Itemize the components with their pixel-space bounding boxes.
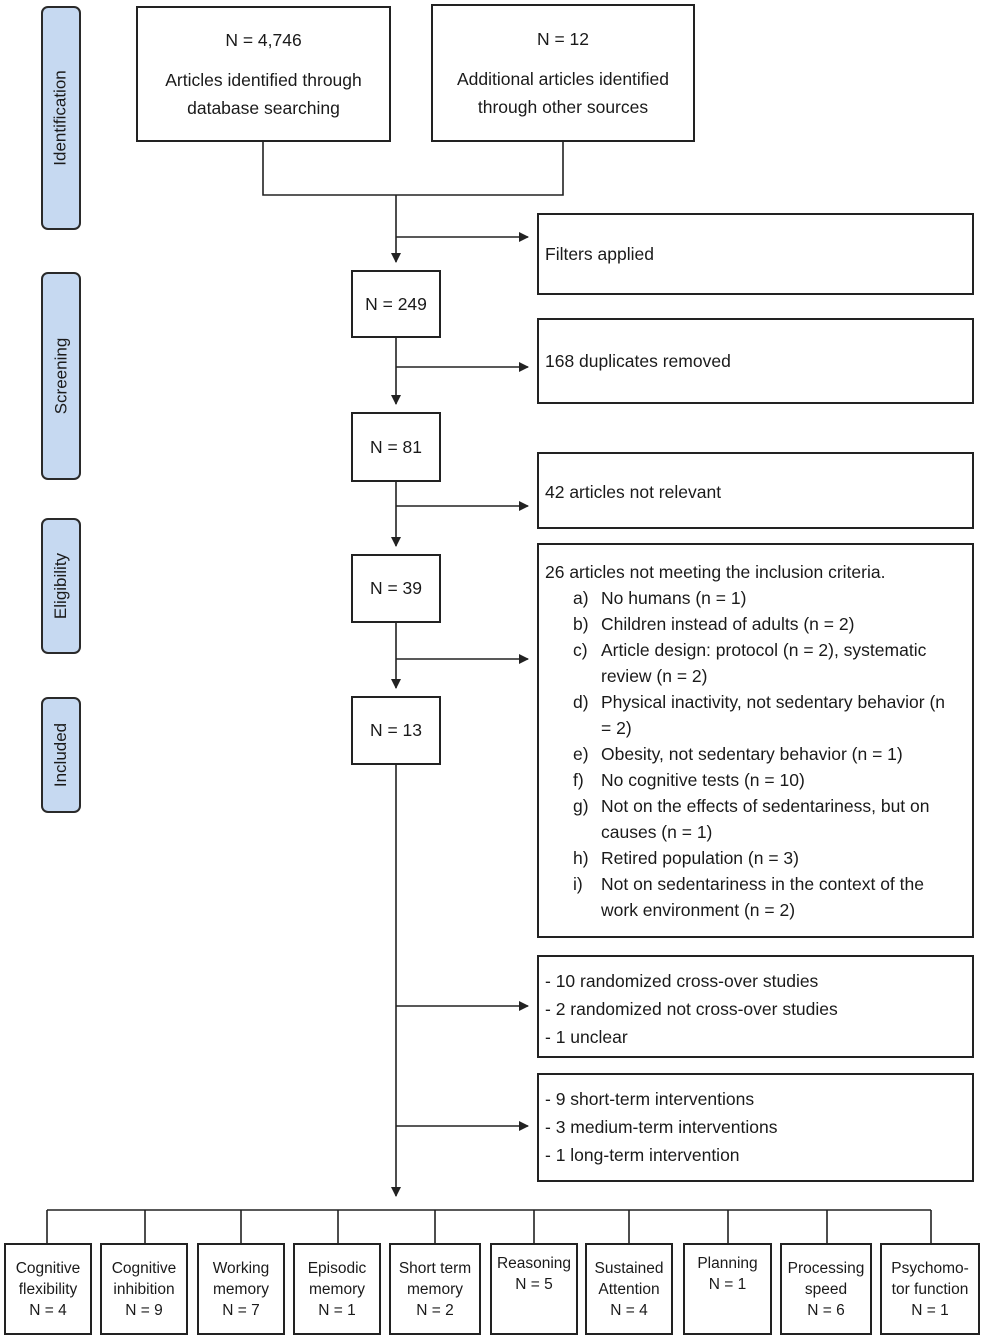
count-box-deduplicated: N = 81 xyxy=(351,412,441,482)
criteria-item: e)Obesity, not sedentary behavior (n = 1… xyxy=(573,744,903,764)
criteria-item: b)Children instead of adults (n = 2) xyxy=(573,614,855,634)
count-value: N = 81 xyxy=(369,436,423,457)
filters-text: Filters applied xyxy=(545,243,654,264)
criteria-item: d)Physical inactivity, not sedentary beh… xyxy=(573,692,946,738)
stage-identification: Identification xyxy=(41,6,81,230)
domain-name: Short term xyxy=(398,1259,472,1277)
database-count: N = 4,746 xyxy=(225,30,302,50)
not-relevant-box: 42 articles not relevant xyxy=(537,452,974,529)
criteria-list: a)No humans (n = 1) b)Children instead o… xyxy=(545,585,966,923)
stage-label: Screening xyxy=(51,337,70,415)
domain-name: Attention xyxy=(598,1280,660,1298)
domain-name: speed xyxy=(804,1280,848,1298)
domain-name: Episodic xyxy=(307,1259,367,1277)
stage-label: Included xyxy=(51,722,70,788)
domain-count: N = 9 xyxy=(125,1301,163,1319)
domain-name: Psychomo- xyxy=(891,1259,969,1277)
count-box-included: N = 13 xyxy=(351,696,441,765)
domain-count: N = 1 xyxy=(318,1301,356,1319)
domain-count: N = 1 xyxy=(911,1301,949,1319)
criteria-item: f)No cognitive tests (n = 10) xyxy=(573,770,805,790)
domain-name: Cognitive xyxy=(111,1259,177,1277)
study-design-item: - 2 randomized not cross-over studies xyxy=(545,999,838,1019)
stage-included: Included xyxy=(41,697,81,813)
domain-box-cognitive-inhibition: Cognitive inhibition N = 9 xyxy=(100,1243,188,1335)
stage-label: Identification xyxy=(51,70,71,166)
count-box-screened: N = 249 xyxy=(351,270,441,338)
stage-label: Eligibility xyxy=(51,552,71,620)
domain-count: N = 5 xyxy=(515,1276,553,1293)
criteria-item: i)Not on sedentariness in the context of… xyxy=(573,874,924,920)
domain-count: N = 2 xyxy=(416,1301,454,1319)
domain-box-cognitive-flexibility: Cognitive flexibility N = 4 xyxy=(4,1243,92,1335)
domain-box-reasoning: Reasoning N = 5 xyxy=(490,1243,578,1335)
study-design-item: - 10 randomized cross-over studies xyxy=(545,971,819,991)
intervention-item: - 1 long-term intervention xyxy=(545,1145,740,1165)
database-search-box: N = 4,746 Articles identified through da… xyxy=(136,6,391,142)
domain-box-psychomotor-function: Psychomo- tor function N = 1 xyxy=(880,1243,980,1335)
criteria-item: g)Not on the effects of sedentariness, b… xyxy=(573,796,930,842)
filters-box: Filters applied xyxy=(537,213,974,295)
criteria-item: a)No humans (n = 1) xyxy=(573,588,747,608)
domain-name: Working xyxy=(212,1259,270,1277)
intervention-item: - 9 short-term interventions xyxy=(545,1089,755,1109)
domain-name: memory xyxy=(213,1280,269,1298)
domain-name: memory xyxy=(309,1280,365,1298)
domain-box-short-term-memory: Short term memory N = 2 xyxy=(389,1243,481,1335)
domain-name: tor function xyxy=(891,1280,969,1298)
count-value: N = 249 xyxy=(365,293,427,314)
domain-count: N = 1 xyxy=(708,1276,747,1293)
domain-name: Processing xyxy=(787,1259,865,1277)
intervention-item: - 3 medium-term interventions xyxy=(545,1117,778,1137)
domain-box-episodic-memory: Episodic memory N = 1 xyxy=(293,1243,381,1335)
stage-eligibility: Eligibility xyxy=(41,518,81,654)
not-relevant-text: 42 articles not relevant xyxy=(545,482,722,502)
database-label-line: Articles identified through xyxy=(165,70,362,90)
criteria-item: c)Article design: protocol (n = 2), syst… xyxy=(573,640,927,686)
domain-count: N = 7 xyxy=(222,1301,260,1319)
count-value: N = 13 xyxy=(369,720,423,740)
study-design-item: - 1 unclear xyxy=(545,1027,628,1047)
criteria-title: 26 articles not meeting the inclusion cr… xyxy=(545,562,886,582)
count-value: N = 39 xyxy=(369,578,423,598)
domain-name: memory xyxy=(407,1280,463,1298)
domain-name: Sustained xyxy=(594,1259,664,1277)
domain-name: Reasoning xyxy=(496,1255,572,1272)
other-sources-count: N = 12 xyxy=(536,29,590,49)
domain-name: flexibility xyxy=(18,1280,78,1298)
intervention-length-box: - 9 short-term interventions - 3 medium-… xyxy=(537,1073,974,1182)
domain-name: Cognitive xyxy=(15,1259,81,1277)
duplicates-text: 168 duplicates removed xyxy=(545,351,731,371)
domain-count: N = 4 xyxy=(29,1301,67,1319)
other-sources-box: N = 12 Additional articles identified th… xyxy=(431,4,695,142)
other-sources-label-line: Additional articles identified xyxy=(456,69,670,89)
domain-count: N = 4 xyxy=(610,1301,648,1319)
count-box-eligible: N = 39 xyxy=(351,554,441,623)
criteria-item: h)Retired population (n = 3) xyxy=(573,848,799,868)
domain-box-sustained-attention: Sustained Attention N = 4 xyxy=(585,1243,673,1335)
domain-count: N = 6 xyxy=(807,1301,845,1319)
domain-name: Planning xyxy=(697,1255,758,1272)
database-label-line: database searching xyxy=(187,98,340,118)
exclusion-criteria-box: 26 articles not meeting the inclusion cr… xyxy=(537,543,974,938)
other-sources-label-line: through other sources xyxy=(477,97,649,117)
domain-box-planning: Planning N = 1 xyxy=(683,1243,772,1335)
study-design-box: - 10 randomized cross-over studies - 2 r… xyxy=(537,955,974,1058)
domain-name: inhibition xyxy=(113,1280,175,1298)
domain-box-processing-speed: Processing speed N = 6 xyxy=(780,1243,872,1335)
stage-screening: Screening xyxy=(41,272,81,480)
duplicates-box: 168 duplicates removed xyxy=(537,318,974,404)
domain-box-working-memory: Working memory N = 7 xyxy=(197,1243,285,1335)
